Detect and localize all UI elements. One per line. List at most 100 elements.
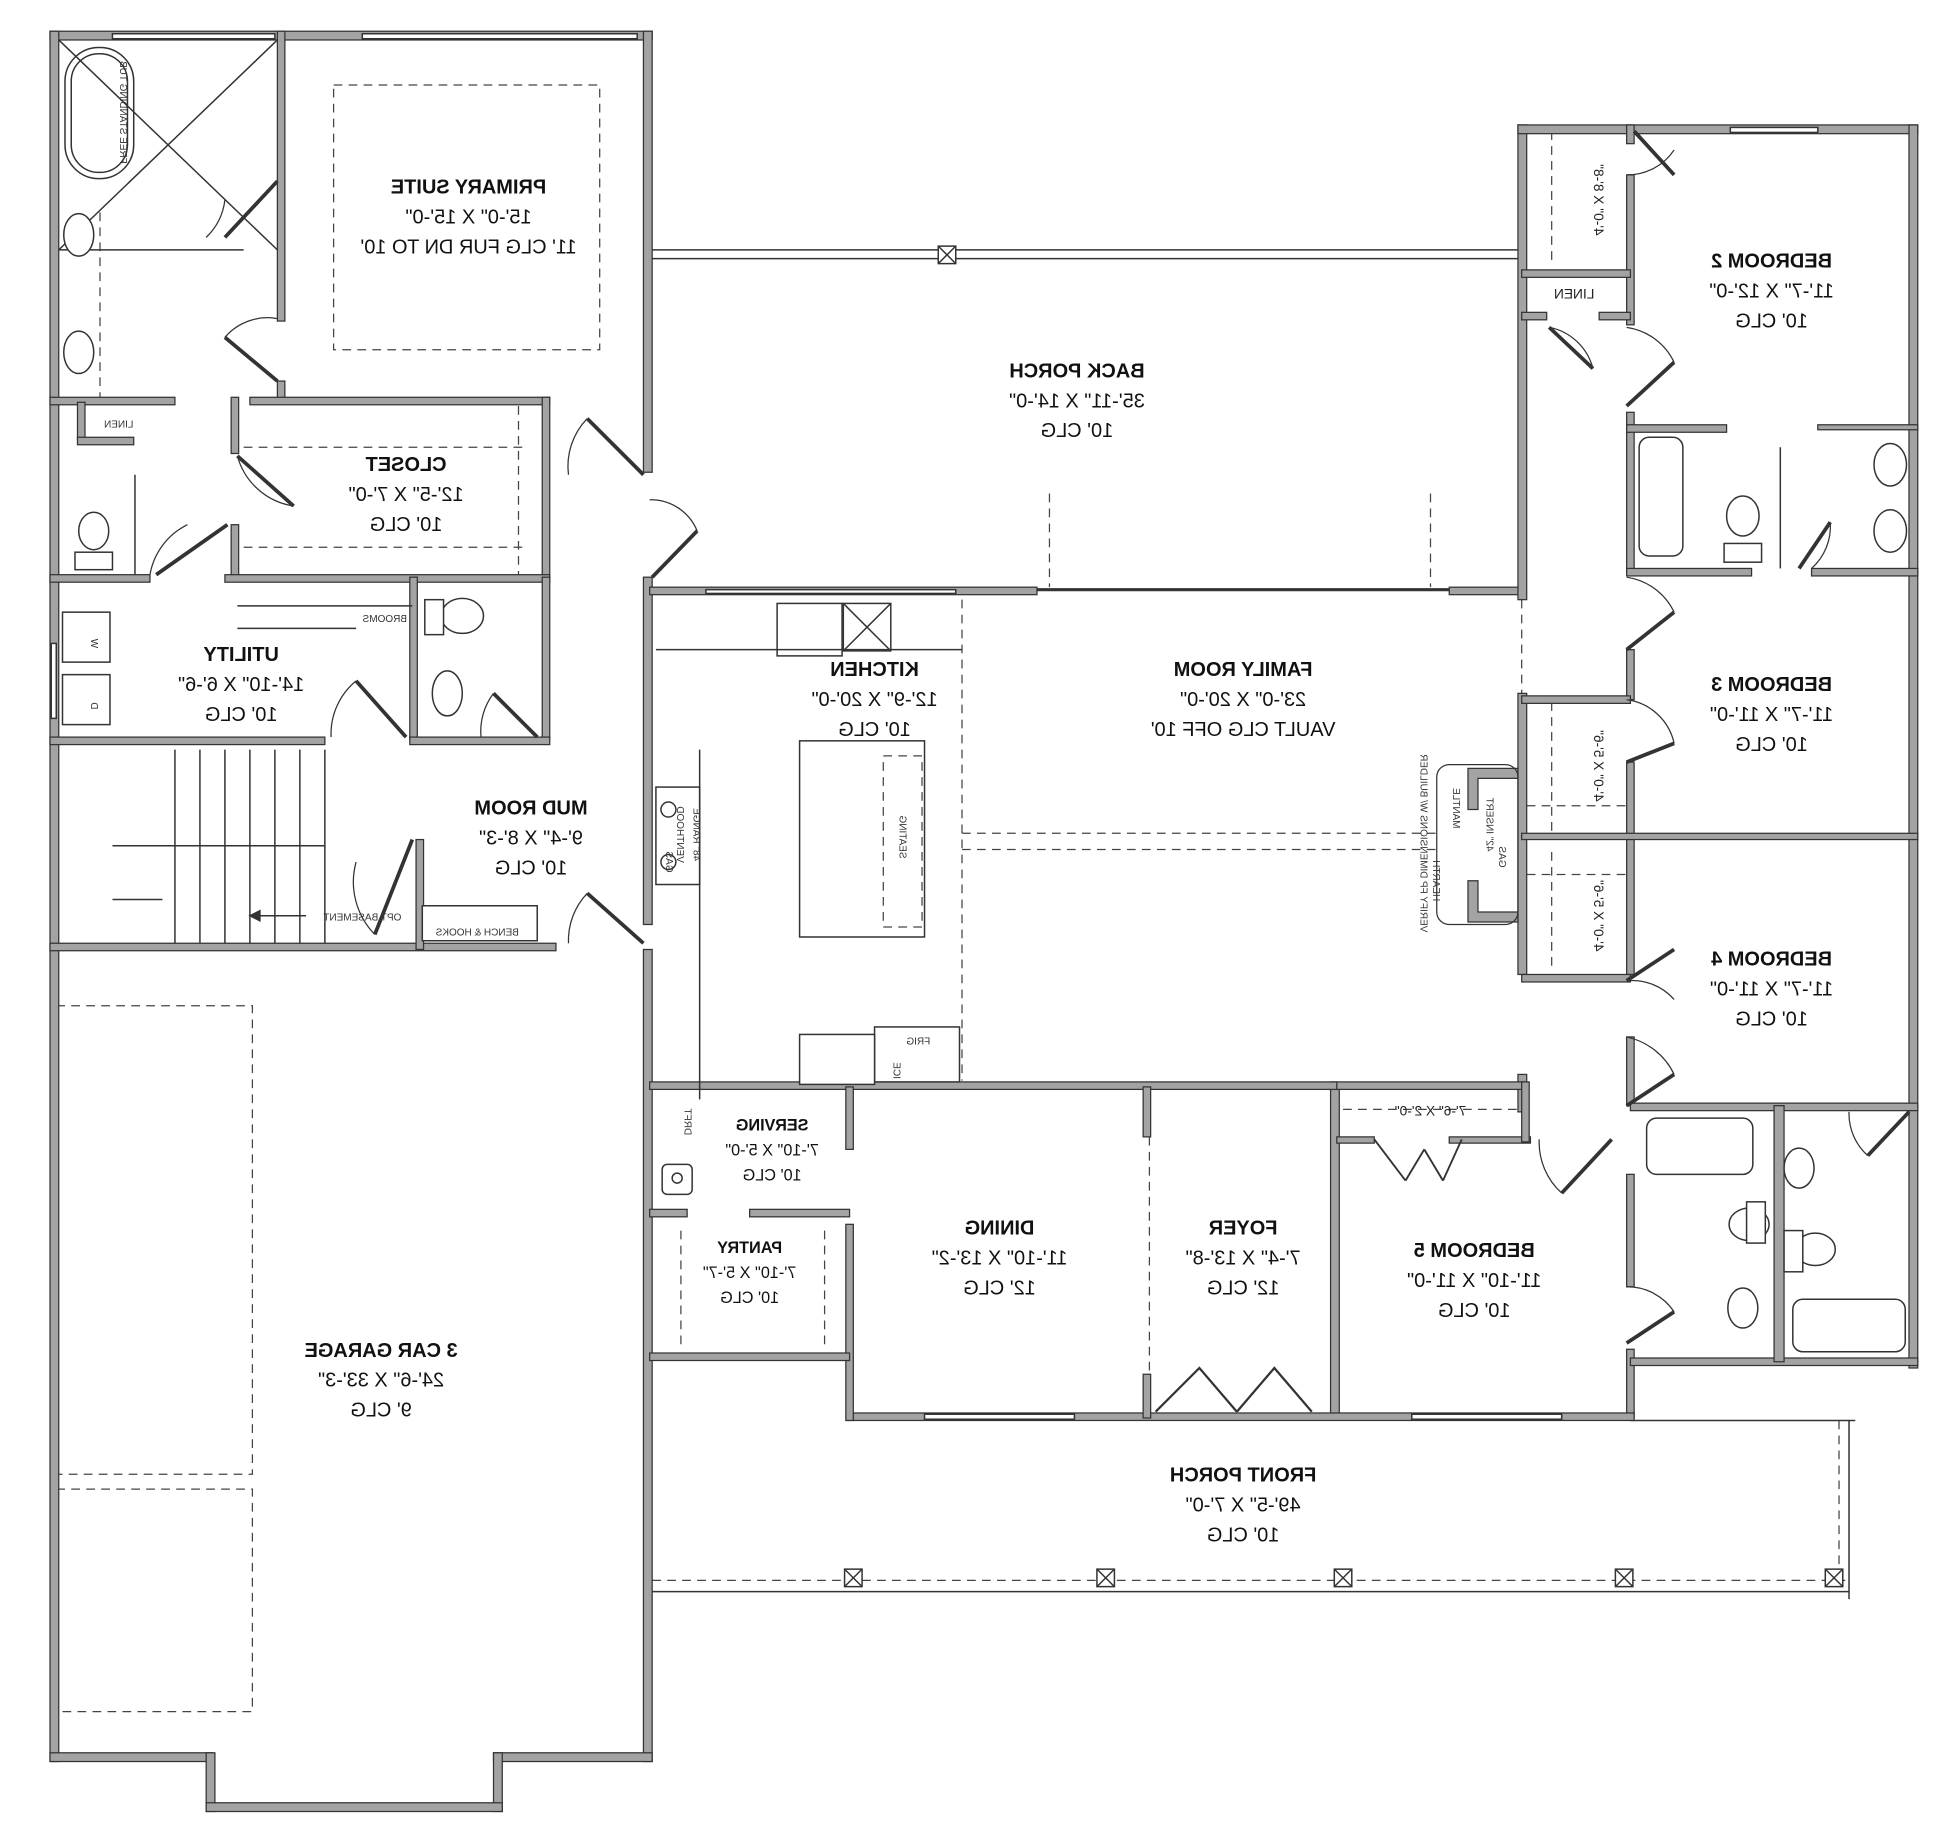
- room-dims: 11'-10" X 13'-2": [932, 1247, 1068, 1269]
- room-ceiling: 10' CLG: [1735, 310, 1808, 332]
- linen-label: LINEN: [1554, 287, 1594, 302]
- room-label-pantry: PANTRY 7'-10" X 5'-7" 10' CLG: [703, 1239, 797, 1307]
- tub-label: FREE STANDING TUB: [117, 61, 128, 164]
- room-label-dining: DINING 11'-10" X 13'-2" 12' CLG: [932, 1217, 1068, 1299]
- room-label-bedroom-4: BEDROOM 4 11'-7" X 11'-0" 10' CLG: [1710, 949, 1833, 1031]
- room-dims: 11'-7" X 11'-0": [1710, 704, 1833, 726]
- room-ceiling: 10' CLG: [1735, 1009, 1808, 1031]
- room-label-front-porch: FRONT PORCH 49'-5" X 7'-0" 10' CLG: [1170, 1465, 1316, 1547]
- windows: [50, 32, 1819, 1420]
- washer-label: W: [88, 638, 99, 648]
- room-label-bedroom-5: BEDROOM 5 11'-10" X 11'-0" 10' CLG: [1407, 1240, 1541, 1322]
- fireplace-note: VERIFY FP DIMENSIONS W/ BUILDER: [1418, 754, 1429, 932]
- room-label-family-room: FAMILY ROOM 23'-0" X 20'-0" VAULT CLG OF…: [1151, 659, 1336, 741]
- opt-basement-label: OPT BASEMENT: [323, 913, 401, 924]
- mantle-label: MANTLE: [1450, 788, 1461, 829]
- room-name: PANTRY: [717, 1239, 782, 1257]
- room-ceiling: 10' CLG: [720, 1289, 779, 1307]
- room-label-mud-room: MUD ROOM 9'-4" X 8'-3" 10' CLG: [474, 798, 587, 880]
- room-name: FRONT PORCH: [1170, 1465, 1316, 1487]
- room-label-utility: UTILITY 14'-10" X 6'-6" 10' CLG: [178, 644, 304, 726]
- room-dims: 49'-5" X 7'-0": [1186, 1495, 1301, 1517]
- room-label-bedroom-3: BEDROOM 3 11'-7" X 11'-0" 10' CLG: [1710, 674, 1833, 756]
- room-dims: 14'-10" X 6'-6": [178, 674, 304, 696]
- room-ceiling: 10' CLG: [743, 1167, 802, 1185]
- room-label-serving: SERVING 7'-10" X 5'-0" 10' CLG: [725, 1117, 819, 1185]
- room-name: UTILITY: [203, 644, 278, 666]
- room-ceiling: 10' CLG: [370, 514, 443, 536]
- room-name: BACK PORCH: [1009, 360, 1144, 382]
- room-name: PRIMARY SUITE: [391, 177, 546, 199]
- hearth-label: HEARTH: [1430, 860, 1441, 901]
- stairs: [112, 749, 326, 944]
- room-label-primary-suite: PRIMARY SUITE 15'-0" X 15'-0" 11' CLG FU…: [360, 177, 576, 259]
- room-name: DINING: [965, 1217, 1035, 1239]
- room-name: MUD ROOM: [474, 798, 587, 820]
- closet-dims-label: 4'-0" X 5'-6": [1591, 880, 1606, 952]
- room-ceiling: 10' CLG: [838, 719, 911, 741]
- room-dims: 12'-9" X 20'-0": [811, 689, 937, 711]
- room-dims: 24'-6" X 33'-3": [318, 1370, 444, 1392]
- room-name: BEDROOM 2: [1711, 250, 1832, 272]
- room-ceiling: 10' CLG: [495, 858, 568, 880]
- room-label-kitchen: KITCHEN 12'-9" X 20'-0" 10' CLG: [811, 659, 937, 741]
- walls: [49, 30, 1919, 1813]
- gas-label: GAS: [663, 851, 674, 872]
- ice-label: ICE: [890, 1062, 901, 1079]
- room-name: 3 CAR GARAGE: [305, 1340, 458, 1362]
- room-ceiling: 10' CLG: [1207, 1525, 1280, 1547]
- dryer-label: D: [88, 702, 99, 709]
- brooms-label: BROOMS: [362, 614, 407, 625]
- room-ceiling: 11' CLG FUR DN TO 10': [360, 237, 576, 259]
- room-name: FAMILY ROOM: [1174, 659, 1313, 681]
- room-name: SERVING: [736, 1117, 809, 1135]
- insert-label: 42" INSERT: [1484, 798, 1495, 852]
- closet-dims-label: 4'-0" X 5'-6": [1591, 730, 1606, 802]
- room-label-closet: CLOSET 12'-5" X 7'-0" 10' CLG: [349, 454, 464, 536]
- range-label: 48" RANGE: [690, 808, 701, 861]
- room-dims: 11'-7" X 11'-0": [1710, 979, 1833, 1001]
- seating-label: SEATING: [897, 815, 908, 858]
- room-name: BEDROOM 5: [1414, 1240, 1535, 1262]
- room-dims: 23'-0" X 20'-0": [1180, 689, 1306, 711]
- room-ceiling: 10' CLG: [1041, 420, 1114, 442]
- room-dims: 35'-11" X 14'-0": [1009, 390, 1145, 412]
- room-dims: 15'-0" X 15'-0": [405, 207, 531, 229]
- doors[interactable]: [149, 129, 1911, 1413]
- room-name: KITCHEN: [830, 659, 919, 681]
- room-dims: 9'-4" X 8'-3": [479, 828, 583, 850]
- room-name: BEDROOM 3: [1711, 674, 1832, 696]
- room-ceiling: VAULT CLG OFF 10': [1151, 719, 1336, 741]
- room-ceiling: 12' CLG: [1207, 1277, 1280, 1299]
- room-label-foyer: FOYER 7'-4" X 13'-8" 12' CLG: [1186, 1217, 1301, 1299]
- room-name: FOYER: [1208, 1217, 1277, 1239]
- room-dims: 11'-7" X 12'-0": [1709, 280, 1834, 302]
- room-dims: 7'-4" X 13'-8": [1186, 1247, 1301, 1269]
- room-dims: 7'-10" X 5'-7": [703, 1264, 797, 1282]
- room-ceiling: 9' CLG: [350, 1400, 412, 1422]
- venthood-label: VENTHOOD: [674, 806, 685, 863]
- room-dims: 11'-10" X 11'-0": [1407, 1270, 1541, 1292]
- room-label-garage: 3 CAR GARAGE 24'-6" X 33'-3" 9' CLG: [305, 1340, 458, 1422]
- room-label-bedroom-2: BEDROOM 2 11'-7" X 12'-0" 10' CLG: [1709, 250, 1834, 332]
- closet-dims-label: 7'-6" X 2'-0": [1395, 1104, 1467, 1119]
- small-labels: LINEN LINEN BROOMS OPT BASEMENT BENCH & …: [88, 61, 1606, 1136]
- room-ceiling: 12' CLG: [963, 1277, 1036, 1299]
- porch-posts: [843, 1568, 1844, 1588]
- room-name: CLOSET: [366, 454, 447, 476]
- closet-dims-label: 4'-0" X 8'-8": [1591, 164, 1606, 236]
- frig-label: FRIG: [906, 1036, 930, 1047]
- linen-label: LINEN: [104, 419, 133, 430]
- gas-label: GAS: [1496, 846, 1507, 867]
- room-ceiling: 10' CLG: [1735, 734, 1808, 756]
- room-name: BEDROOM 4: [1711, 949, 1832, 971]
- room-ceiling: 10' CLG: [205, 704, 278, 726]
- room-dims: 12'-5" X 7'-0": [349, 484, 464, 506]
- fixtures: [58, 39, 1908, 1353]
- room-label-back-porch: BACK PORCH 35'-11" X 14'-0" 10' CLG: [1009, 360, 1145, 442]
- room-ceiling: 10' CLG: [1438, 1300, 1511, 1322]
- serving-fixture-label: DRFT: [682, 1109, 693, 1136]
- bench-hooks-label: BENCH & HOOKS: [435, 928, 519, 939]
- room-dims: 7'-10" X 5'-0": [725, 1142, 819, 1160]
